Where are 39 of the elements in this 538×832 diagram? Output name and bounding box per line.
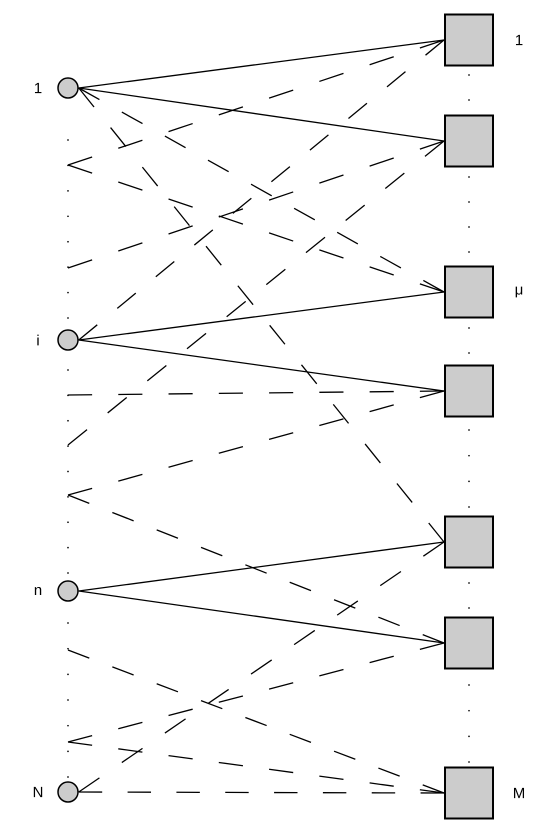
square-node [444,616,494,670]
node-label: n [34,586,42,596]
dashed-line [68,140,444,446]
circle-node [57,329,79,351]
dashed-line [78,40,444,340]
connector-line [78,87,444,142]
dashed-line [68,741,444,794]
connector-line [78,39,444,89]
connector-line [78,339,444,392]
node-label: 1 [34,82,42,94]
node-label: i [37,334,39,346]
square-node [444,364,494,418]
dashed-line [78,541,444,793]
circle-node [57,781,79,803]
node-label: μ [516,286,522,298]
square-node [444,114,494,168]
node-label: 1 [516,34,522,46]
dashed-line [78,87,444,293]
connector-line [78,291,444,341]
dashed-line [68,140,444,269]
square-node [444,266,494,318]
dashed-line [68,649,444,794]
dashed-line [68,39,444,166]
square-node [444,766,494,820]
node-label: N [34,786,42,798]
square-node [444,14,494,66]
dashed-line [78,791,444,794]
node-label: M [514,788,524,798]
dashed-line [68,642,444,743]
dashed-line [68,494,444,644]
connector-line [78,590,444,644]
dashed-line [68,390,444,496]
dashed-line [68,164,444,293]
circle-node [57,77,79,99]
dashed-line [68,390,444,396]
dashed-line [78,88,445,542]
connector-line [78,541,444,592]
circle-node [57,580,79,602]
square-node [444,516,494,568]
